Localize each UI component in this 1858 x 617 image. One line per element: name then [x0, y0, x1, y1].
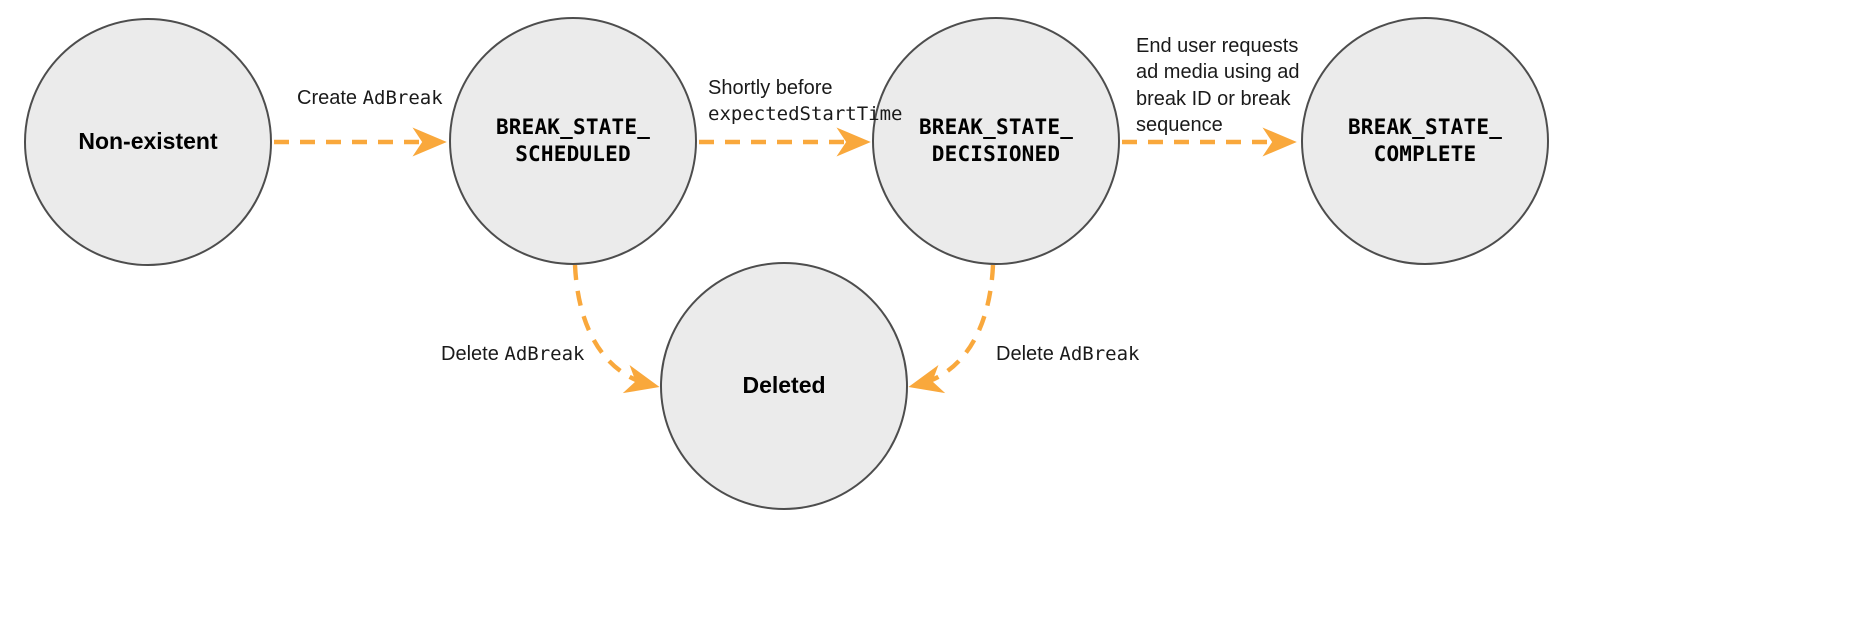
- state-node-non-existent[interactable]: Non-existent: [24, 18, 272, 266]
- edge-label-line: sequence: [1136, 112, 1299, 138]
- edge-label-line: ad media using ad: [1136, 59, 1299, 85]
- edge-label-end-user-requests-ad-media: End user requests ad media using ad break …: [1136, 33, 1299, 139]
- state-node-break-state-complete[interactable]: BREAK_STATE_ COMPLETE: [1301, 17, 1549, 265]
- edge-label-run: break ID or break: [1136, 87, 1291, 110]
- edge-label-line: End user requests: [1136, 33, 1299, 59]
- edge-label-run: AdBreak: [504, 343, 585, 365]
- edge-label-line: Delete AdBreak: [996, 341, 1139, 367]
- edge-label-create-adbreak: Create AdBreak: [297, 85, 443, 111]
- edge-label-run: ad media using ad: [1136, 61, 1300, 84]
- edge-label-run: Shortly before: [708, 77, 833, 99]
- state-node-label: BREAK_STATE_ DECISIONED: [918, 115, 1074, 166]
- edge-label-run: sequence: [1136, 114, 1223, 137]
- edge-label-delete-adbreak-from-decisioned: Delete AdBreak: [996, 341, 1139, 367]
- state-node-break-state-scheduled[interactable]: BREAK_STATE_ SCHEDULED: [449, 17, 697, 265]
- edge-label-run: expectedStartTime: [708, 103, 903, 126]
- edge-label-line: break ID or break: [1136, 86, 1299, 112]
- state-node-label: Non-existent: [78, 128, 218, 155]
- edge-label-delete-adbreak-from-scheduled: Delete AdBreak: [441, 341, 584, 367]
- edge-label-run: AdBreak: [1059, 343, 1140, 365]
- state-node-label: BREAK_STATE_ COMPLETE: [1347, 115, 1503, 166]
- edge-label-run: End user requests: [1136, 35, 1299, 57]
- state-node-break-state-decisioned[interactable]: BREAK_STATE_ DECISIONED: [872, 17, 1120, 265]
- state-node-label: Deleted: [742, 372, 826, 399]
- state-node-label: BREAK_STATE_ SCHEDULED: [495, 115, 651, 166]
- edge-delete-adbreak-from-scheduled: [572, 264, 660, 394]
- edge-label-line: Delete AdBreak: [441, 341, 584, 367]
- edge-label-run: Create: [297, 87, 363, 109]
- edge-label-line: Create AdBreak: [297, 85, 443, 111]
- edge-label-line: Shortly before: [708, 75, 902, 101]
- edge-label-shortly-before-expected-start-time: Shortly before expectedStartTime: [708, 75, 902, 128]
- edge-label-run: AdBreak: [362, 87, 443, 109]
- edge-label-run: Delete: [441, 343, 505, 365]
- edge-delete-adbreak-from-decisioned: [908, 264, 996, 394]
- edge-label-run: Delete: [996, 343, 1060, 365]
- state-node-deleted[interactable]: Deleted: [660, 262, 908, 510]
- edge-label-line: expectedStartTime: [708, 101, 902, 127]
